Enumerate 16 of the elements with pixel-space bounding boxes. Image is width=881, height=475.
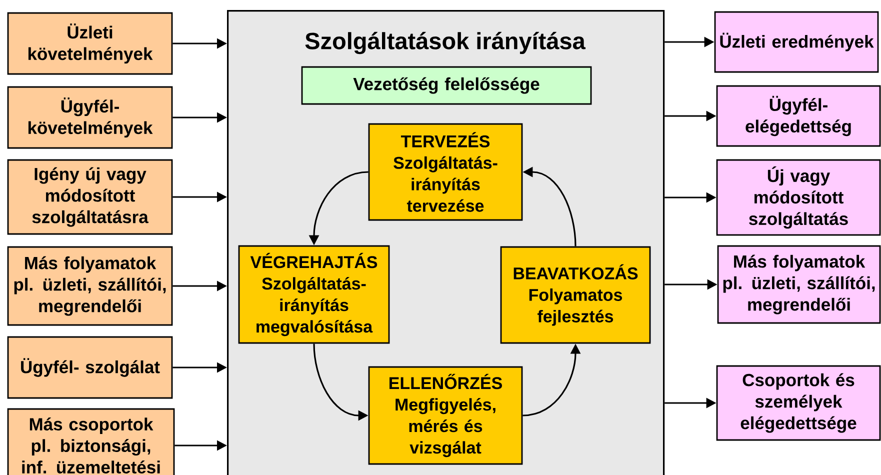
output-box: Üzleti eredmények <box>714 11 879 73</box>
input-box: Igény új vagy módosított szolgáltatásra <box>7 159 173 235</box>
cycle-step-box: ELLENŐRZÉS Megfigyelés, mérés és vizsgálat <box>368 366 523 465</box>
output-box: Új vagy módosított szolgáltatás <box>716 159 881 236</box>
input-box: Ügyfél- követelmények <box>7 86 173 149</box>
responsibility-box: Vezetőség felelőssége <box>301 66 592 105</box>
output-box: Csoportok és személyek elégedettsége <box>716 365 881 441</box>
input-box: Ügyfél- szolgálat <box>7 336 173 399</box>
input-box: Üzleti követelmények <box>7 12 173 75</box>
cycle-step-box: VÉGREHAJTÁS Szolgáltatás- irányítás megvalósítása <box>238 245 390 344</box>
output-box: Ügyfél- elégedettség <box>716 85 881 147</box>
input-box: Más csoportok pl. biztonsági, inf. üzemeltetési <box>7 408 175 475</box>
output-box: Más folyamatok pl. üzleti, szállítói, megrendelői <box>717 245 881 324</box>
cycle-step-box: BEAVATKOZÁS Folyamatos fejlesztés <box>500 246 651 344</box>
cycle-step-box: TERVEZÉS Szolgáltatás- irányítás tervezése <box>368 123 523 221</box>
input-box: Más folyamatok pl. üzleti, szállítói, megrendelői <box>7 246 173 326</box>
